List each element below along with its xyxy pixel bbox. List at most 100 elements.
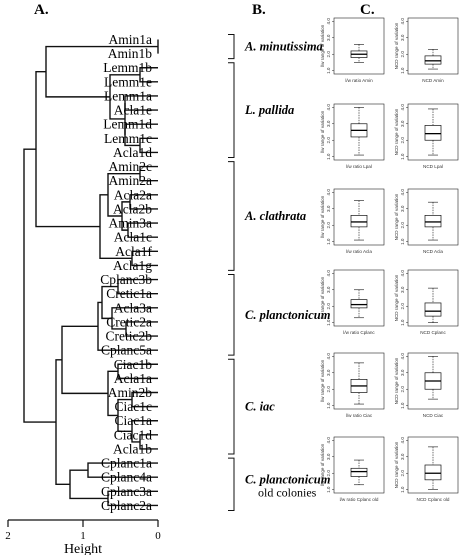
boxplot-tick-label: 4.0 xyxy=(400,18,405,25)
boxplot-tick-label: 3.0 xyxy=(326,286,331,293)
boxplot-ylabel: NCD range of variation xyxy=(394,274,399,321)
dendrogram-leaf-label: Acla1g xyxy=(113,258,152,273)
panel-c-letter: C. xyxy=(360,2,375,18)
dendrogram-leaf-label: Amin1a xyxy=(109,32,153,47)
boxplot-tick-label: 3.0 xyxy=(400,286,405,293)
boxplot-tick-label: 4.0 xyxy=(400,189,405,196)
dendrogram-leaf-label: Acla3a xyxy=(114,300,152,315)
boxplot-tick-label: 2.0 xyxy=(326,137,331,144)
boxplot-tick-label: 3.0 xyxy=(326,34,331,41)
boxplot-tick-label: 4.0 xyxy=(400,353,405,360)
dendrogram-leaf-label: Cplanc3a xyxy=(101,484,152,499)
boxplot-box xyxy=(424,125,442,141)
dendrogram-leaf-label: Acla2b xyxy=(113,201,152,216)
boxplot-ylabel: NCD range of variation xyxy=(394,108,399,155)
boxplot-tick-label: 2.0 xyxy=(326,222,331,229)
axis-tick-0: 0 xyxy=(155,530,161,542)
boxplot-xlabel: NCD Acla xyxy=(423,249,443,254)
group-name: C. iac xyxy=(245,400,275,414)
boxplot-frame xyxy=(333,352,385,410)
axis-tick-1: 1 xyxy=(80,530,86,542)
boxplot-frame xyxy=(333,17,385,75)
group-name: A. minutissima xyxy=(244,40,323,54)
boxplot-tick-label: 1.0 xyxy=(326,319,331,326)
dendrogram-leaf-label: Cretic2a xyxy=(106,314,152,329)
boxplot-tick-label: 1.0 xyxy=(400,153,405,160)
dendrogram-leaf-label: Cplanc2a xyxy=(101,498,152,513)
boxplot-ylabel: l/w range of variation xyxy=(320,110,325,153)
boxplot-tick-label: 2.0 xyxy=(400,470,405,477)
boxplot-tick-label: 1.0 xyxy=(326,486,331,493)
boxplot-frame xyxy=(333,103,385,161)
dendrogram-leaf-label: Acla2a xyxy=(114,187,152,202)
dendrogram-leaf-label: Acla1e xyxy=(114,103,152,118)
boxplot-xlabel: l/w ratio Acla xyxy=(346,249,372,254)
boxplot-box xyxy=(424,464,442,481)
dendrogram-leaf-label: Cplanc4a xyxy=(101,470,152,485)
dendrogram-leaf-label: Cplanc3b xyxy=(100,272,152,287)
boxplot-tick-label: 1.0 xyxy=(326,67,331,74)
boxplot-frame xyxy=(333,269,385,327)
dendrogram-leaf-label: Ciac1b xyxy=(114,357,152,372)
boxplot-tick-label: 3.0 xyxy=(400,34,405,41)
dendrogram-leaf-label: Ciac1a xyxy=(115,413,152,428)
boxplot-xlabel: l/w ratio Cplanc old xyxy=(340,497,379,502)
boxplot-frame xyxy=(407,352,459,410)
boxplot-xlabel: l/w ratio Lpal xyxy=(346,164,372,169)
group-subtitle: old colonies xyxy=(258,485,317,499)
boxplot-xlabel: NCD Amin xyxy=(422,78,444,83)
boxplot-tick-label: 2.0 xyxy=(326,303,331,310)
boxplot-tick-label: 4.0 xyxy=(326,437,331,444)
boxplot-tick-label: 3.0 xyxy=(400,205,405,212)
boxplot-ylabel: l/w range of variation xyxy=(320,359,325,402)
dendrogram-leaf-label: Amin1b xyxy=(108,46,153,61)
axis-label-height: Height xyxy=(64,542,102,555)
boxplot-tick-label: 4.0 xyxy=(326,270,331,277)
boxplot-tick-label: 2.0 xyxy=(400,137,405,144)
boxplot-tick-label: 3.0 xyxy=(400,120,405,127)
group-bracket xyxy=(228,34,235,60)
boxplot-ylabel: l/w range of variation xyxy=(320,443,325,486)
boxplot-tick-label: 3.0 xyxy=(326,120,331,127)
boxplot-tick-label: 4.0 xyxy=(326,353,331,360)
dendrogram-axis: 2 1 0 Height xyxy=(5,519,161,555)
boxplot-ylabel: NCD range of variation xyxy=(394,22,399,69)
boxplot-ylabel: NCD range of variation xyxy=(394,441,399,488)
boxplot-tick-label: 1.0 xyxy=(326,238,331,245)
group-bracket xyxy=(228,161,235,271)
boxplot-tick-label: 3.0 xyxy=(326,369,331,376)
boxplot-tick-label: 2.0 xyxy=(326,386,331,393)
boxplot-ylabel: l/w range of variation xyxy=(320,276,325,319)
dendrogram-branch xyxy=(55,359,70,485)
boxplot-xlabel: l/w ratio Cplanc xyxy=(343,330,375,335)
dendrogram-leaf-label: Cretic1a xyxy=(106,286,152,301)
group-name: L. pallida xyxy=(244,103,294,117)
dendrogram-leaf-label: Cretic2b xyxy=(106,329,153,344)
boxplot-box xyxy=(424,55,442,65)
boxplot-xlabel: NCD Cplanc xyxy=(420,330,446,335)
boxplot-ylabel: NCD range of variation xyxy=(394,193,399,240)
boxplot-tick-label: 1.0 xyxy=(400,238,405,245)
dendrogram-leaf-label: Acla1a xyxy=(114,371,152,386)
dendrogram-leaf-label: Lemm1a xyxy=(104,88,152,103)
dendrogram-leaf-label: Ciac1d xyxy=(114,427,152,442)
boxplot-tick-label: 2.0 xyxy=(400,303,405,310)
boxplot-tick-label: 2.0 xyxy=(400,386,405,393)
boxplot-box xyxy=(350,299,368,309)
dendrogram xyxy=(23,39,159,507)
boxplot-tick-label: 2.0 xyxy=(400,222,405,229)
group-name: A. clathrata xyxy=(244,209,306,223)
boxplot-tick-label: 4.0 xyxy=(326,104,331,111)
boxplot-box xyxy=(424,302,442,317)
